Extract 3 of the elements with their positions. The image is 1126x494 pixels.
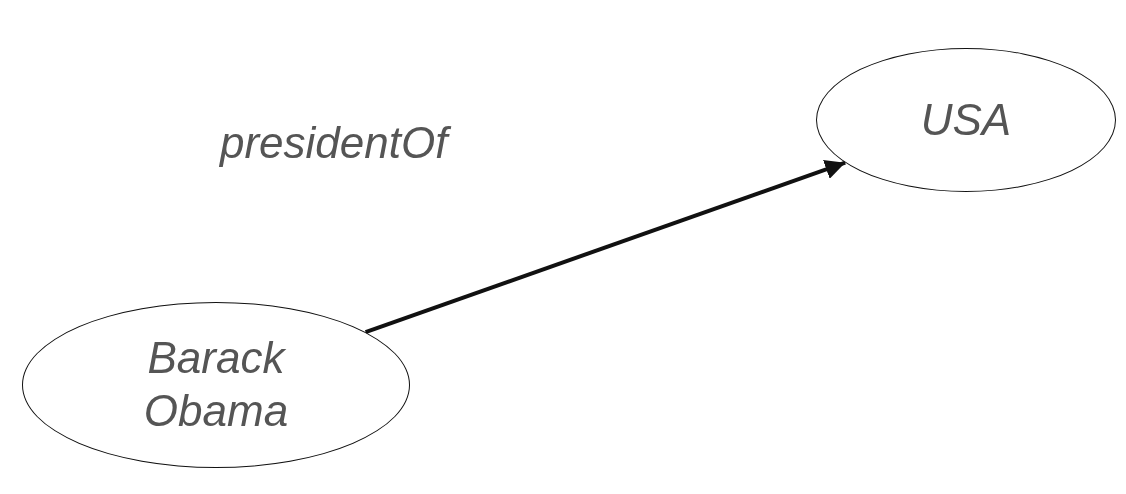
node-label: Barack Obama: [142, 332, 290, 437]
arrow: [364, 159, 846, 335]
node-label: USA: [919, 93, 1013, 146]
